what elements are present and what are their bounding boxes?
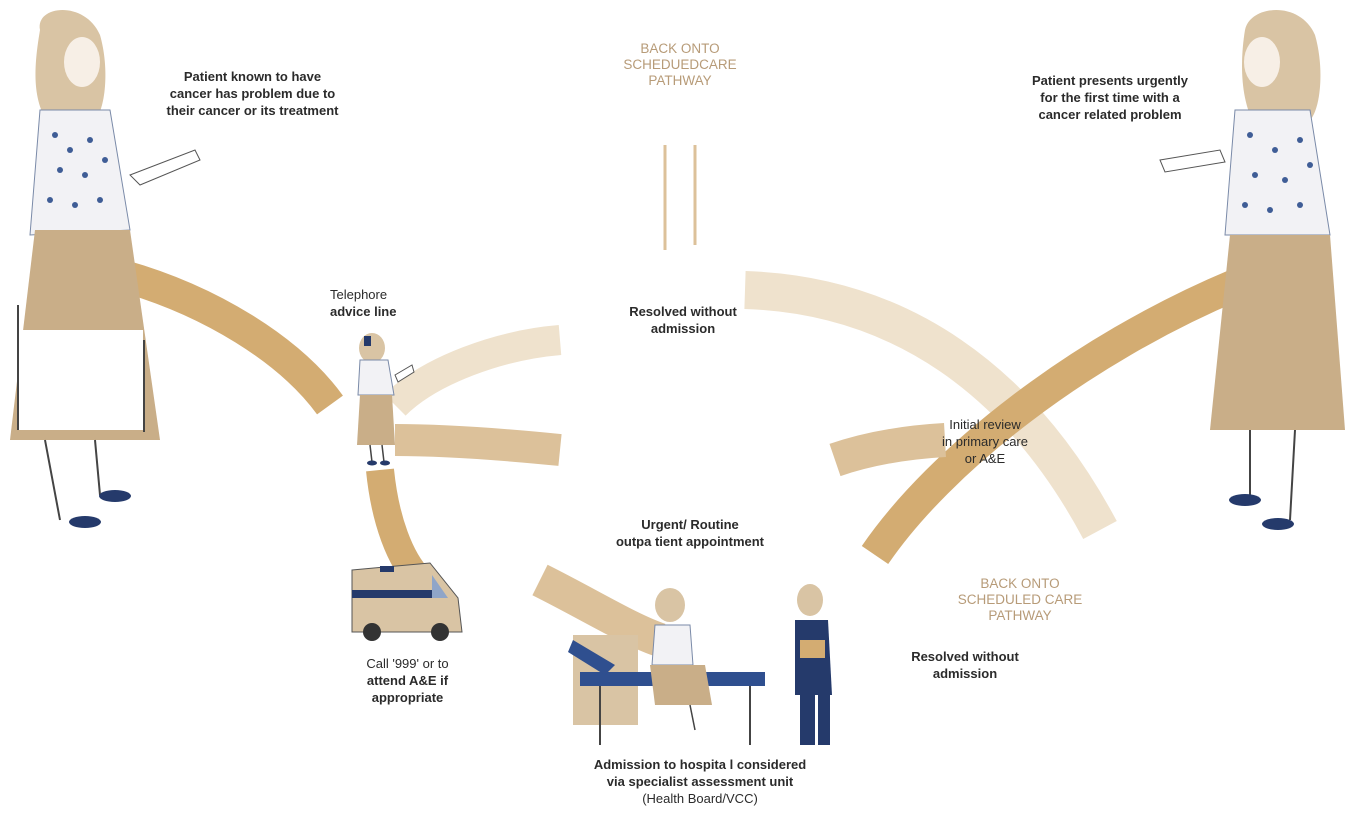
initial-review-line-2: in primary care	[942, 434, 1028, 449]
initial-review-line-3: or A&E	[964, 451, 1006, 466]
band-left-light-arc	[384, 325, 562, 416]
call-999-label: Call '999' or to attend A&E if appropria…	[335, 655, 480, 706]
woman-on-phone-illustration	[357, 333, 415, 466]
urgent-line-1: Urgent/ Routine	[641, 517, 739, 532]
flow-bands	[115, 145, 1242, 657]
patient-left-line-3: their cancer or its treatment	[166, 103, 339, 118]
back-bottom-line-3: PATHWAY	[988, 608, 1052, 623]
call-999-line-2: attend A&E if	[366, 673, 449, 688]
telephone-line-1: Telephore	[330, 287, 388, 302]
back-onto-bottom-label: BACK ONTO SCHEDULED CARE PATHWAY	[940, 576, 1100, 624]
back-top-line-3: PATHWAY	[648, 73, 712, 88]
back-top-line-1: BACK ONTO	[640, 41, 720, 56]
band-right-review	[829, 423, 947, 477]
band-left-admission	[532, 564, 666, 657]
consultation-illustration	[568, 583, 833, 748]
patient-left-line-2: cancer has problem due to	[169, 86, 336, 101]
patient-right-line-3: cancer related problem	[1038, 107, 1182, 122]
resolved-bottom-label: Resolved without admission	[890, 648, 1040, 682]
back-top-line-2: SCHEDUEDCARE	[623, 57, 737, 72]
band-left-patient	[115, 259, 343, 415]
back-onto-top-label: BACK ONTO SCHEDUEDCARE PATHWAY	[600, 41, 760, 89]
initial-review-line-1: Initial review	[949, 417, 1021, 432]
initial-review-label: Initial review in primary care or A&E	[920, 416, 1050, 467]
resolved-bottom-line-2: admission	[932, 666, 998, 681]
patient-left-illustration	[10, 10, 201, 528]
back-bottom-line-2: SCHEDULED CARE	[957, 592, 1083, 607]
admission-line-3: (Health Board/VCC)	[642, 791, 758, 806]
patient-right-label: Patient presents urgently for the first …	[1000, 72, 1220, 123]
resolved-top-line-1: Resolved without	[629, 304, 737, 319]
admission-label: Admission to hospita l considered via sp…	[560, 756, 840, 807]
patient-left-line-1: Patient known to have	[183, 69, 322, 84]
call-999-line-1: Call '999' or to	[366, 656, 449, 671]
patient-right-line-1: Patient presents urgently	[1031, 73, 1189, 88]
back-bottom-line-1: BACK ONTO	[980, 576, 1060, 591]
patient-right-line-2: for the first time with a	[1040, 90, 1180, 105]
band-top-connector	[663, 145, 697, 250]
resolved-top-label: Resolved without admission	[603, 303, 763, 337]
ambulance-illustration	[351, 562, 463, 641]
patient-right-illustration	[1159, 10, 1345, 530]
band-left-resolved	[394, 424, 562, 466]
urgent-line-2: outpa tient appointment	[615, 534, 765, 549]
admission-line-2: via specialist assessment unit	[606, 774, 794, 789]
band-right-patient	[861, 270, 1242, 565]
band-left-down	[366, 468, 431, 590]
telephone-advice-label: Telephore advice line	[330, 286, 420, 320]
resolved-top-line-2: admission	[650, 321, 716, 336]
resolved-bottom-line-1: Resolved without	[911, 649, 1019, 664]
admission-line-1: Admission to hospita l considered	[593, 757, 807, 772]
band-right-light-arc	[744, 271, 1117, 539]
telephone-line-2: advice line	[330, 304, 397, 319]
patient-left-label: Patient known to have cancer has problem…	[140, 68, 365, 119]
call-999-line-3: appropriate	[371, 690, 444, 705]
urgent-routine-label: Urgent/ Routine outpa tient appointment	[590, 516, 790, 550]
